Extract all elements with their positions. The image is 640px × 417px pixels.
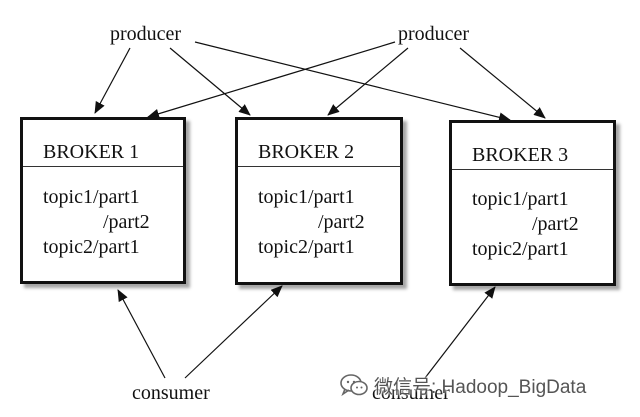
producer-label-right: producer <box>398 23 470 45</box>
broker-partition-line: topic1/part1 <box>43 186 140 208</box>
watermark-text: 微信号: Hadoop_BigData <box>374 376 587 398</box>
arrow-producer2-to-broker1 <box>147 41 396 119</box>
broker-partition-line: /part2 <box>103 211 150 233</box>
wechat-icon <box>340 374 368 397</box>
broker-partition-line: topic2/part1 <box>43 236 140 258</box>
broker-partition-line: topic1/part1 <box>472 188 569 210</box>
arrow-consumer2-to-broker3 <box>424 286 496 379</box>
arrow-producer1-to-broker3 <box>194 41 511 123</box>
broker-title: BROKER 2 <box>238 120 400 167</box>
broker-partition-line: topic2/part1 <box>258 236 355 258</box>
consumer-label-right: consumer <box>372 382 450 404</box>
broker-partition-line: topic2/part1 <box>472 238 569 260</box>
broker-box-3: BROKER 3 topic1/part1 /part2 topic2/part… <box>449 120 616 286</box>
arrow-consumer1-to-broker2 <box>184 285 283 379</box>
broker-title: BROKER 1 <box>23 120 183 167</box>
consumer-label-left: consumer <box>132 382 210 404</box>
watermark: 微信号: Hadoop_BigData <box>340 370 586 400</box>
broker-box-2: BROKER 2 topic1/part1 /part2 topic2/part… <box>235 117 403 285</box>
broker-partition-line: /part2 <box>532 213 579 235</box>
broker-title: BROKER 3 <box>452 123 613 170</box>
broker-box-1: BROKER 1 topic1/part1 /part2 topic2/part… <box>20 117 186 284</box>
arrow-producer2-to-broker2 <box>327 47 409 116</box>
arrow-producer2-to-broker3 <box>459 47 546 119</box>
arrow-producer1-to-broker1 <box>94 47 131 114</box>
broker-partition-line: topic1/part1 <box>258 186 355 208</box>
arrow-consumer1-to-broker1 <box>117 289 166 379</box>
broker-partition-line: /part2 <box>318 211 365 233</box>
arrow-producer1-to-broker2 <box>169 47 251 116</box>
producer-label-left: producer <box>110 23 182 45</box>
